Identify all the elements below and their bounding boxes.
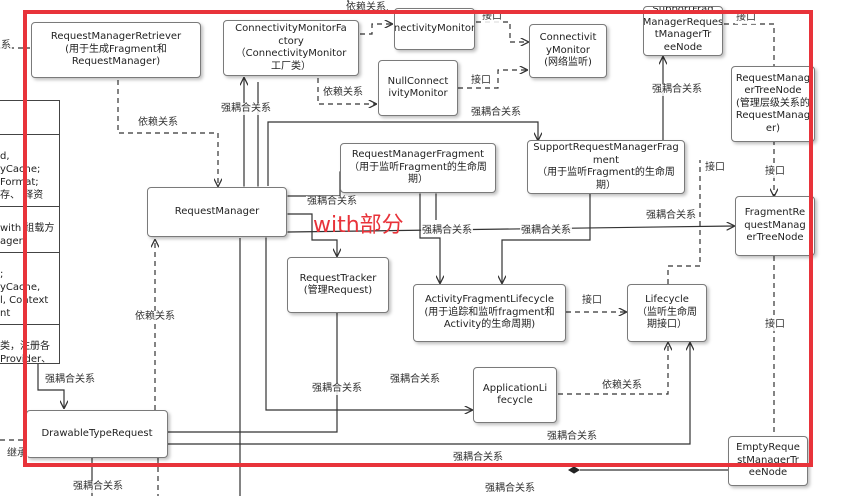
left-panel-method: with 组载方 ager — [0, 220, 59, 253]
node-connectivity-monitor-top: nectivityMonitor — [394, 8, 475, 50]
edge-monitortop-iface — [476, 21, 528, 42]
label-interface-2: 接口 — [470, 75, 492, 87]
label-strong-9: 强耦合关系 — [389, 374, 441, 386]
label-strong-1: 强耦合关系 — [220, 103, 272, 115]
node-activity-fragment-lifecycle: ActivityFragmentLifecycle (用于追踪和监听fragme… — [413, 284, 566, 342]
edge-retriever-requestmanager — [117, 80, 218, 186]
edge-supportfrag-afl — [502, 194, 590, 283]
label-strong-11: 强耦合关系 — [546, 431, 598, 443]
label-strong-13: 强耦合关系 — [72, 481, 124, 493]
node-fragment-request-manager-tree-node: FragmentRe questManag erTreeNode — [735, 196, 815, 256]
edge-rmfrag-afl — [420, 194, 440, 283]
node-request-manager-retriever: RequestManagerRetriever (用于生成Fragment和 R… — [31, 22, 201, 78]
node-support-tree-node-top: SupportFrag tManagerRequest tManagerTr e… — [643, 6, 723, 56]
label-dependency-2: 依赖关系 — [322, 87, 364, 99]
node-support-request-manager-fragment: SupportRequestManagerFrag ment （用于监听Frag… — [527, 140, 685, 194]
edge-nullmonitor-iface — [458, 70, 527, 89]
label-strong-8: 强耦合关系 — [44, 374, 96, 386]
node-connectivity-monitor-factory: ConnectivityMonitorFa ctory （Connectivit… — [223, 20, 359, 76]
left-class-panel: d, yCache; Format; 存、 释资 with 组载方 ager ;… — [0, 100, 60, 364]
node-lifecycle: Lifecycle （监听生命周 期接口） — [627, 284, 707, 342]
label-left-cut: 系 — [0, 40, 12, 52]
label-strong-10: 强耦合关系 — [311, 383, 363, 395]
label-interface-7: 接口 — [764, 319, 786, 331]
edge-topnode-right — [724, 23, 775, 70]
node-request-manager-tree-node: RequestManag erTreeNode (管理层级关系的 Request… — [731, 66, 815, 142]
label-strong-6: 强耦合关系 — [421, 225, 473, 237]
left-panel-header — [0, 116, 59, 135]
node-connectivity-monitor: Connectivit yMonitor (网络监听) — [529, 24, 607, 78]
edge-lifecycle-iface-right — [667, 160, 701, 284]
label-interface-5: 接口 — [581, 295, 603, 307]
label-interface-1: 接口 — [481, 11, 503, 23]
label-dependency-4: 依赖关系 — [134, 311, 176, 323]
label-strong-2: 强耦合关系 — [470, 107, 522, 119]
left-panel-fields-2: ; yCache, l, Context nt — [0, 266, 59, 325]
label-strong-7: 强耦合关系 — [520, 225, 572, 237]
label-interface-4: 接口 — [764, 166, 786, 178]
node-request-manager-fragment: RequestManagerFragment （用于监听Fragment的生命周… — [340, 143, 496, 193]
edge-rm-supportfrag — [267, 121, 538, 186]
edge-factory-nullmonitor — [317, 78, 376, 104]
label-top-cut: 依赖关系 — [345, 2, 387, 14]
label-strong-3: 强耦合关系 — [651, 84, 703, 96]
node-application-lifecycle: ApplicationLi fecycle — [473, 367, 557, 423]
left-panel-desc: 类，注册各 Provider、 — [0, 341, 52, 364]
label-interface-3: 接口 — [704, 162, 726, 174]
edge-dtr-tracker — [168, 302, 337, 432]
node-null-connectivity-monitor: NullConnect ivityMonitor — [378, 60, 458, 116]
edge-factory-monitor-top — [306, 24, 392, 35]
left-panel-fields-1: d, yCache; Format; 存、 释资 — [0, 148, 59, 207]
edge-dtr-lifecycle — [168, 343, 690, 444]
label-strong-5: 强耦合关系 — [645, 210, 697, 222]
node-empty-request-manager-tree-node: EmptyReque stManagerTr eeNode — [728, 436, 808, 486]
node-request-manager: RequestManager — [147, 187, 287, 237]
overlay-annotation: with部分 — [313, 213, 404, 238]
label-strong-12: 强耦合关系 — [452, 452, 504, 464]
edge-stub-dtr — [38, 364, 64, 408]
label-interface-6: 接口 — [735, 12, 757, 24]
label-inherit: 继承 — [6, 448, 28, 460]
label-strong-4: 强耦合关系 — [306, 196, 358, 208]
label-dependency-1: 依赖关系 — [137, 117, 179, 129]
label-dependency-3: 依赖关系 — [601, 380, 643, 392]
label-strong-14: 强耦合关系 — [484, 483, 536, 495]
node-drawable-type-request: DrawableTypeRequest — [26, 410, 168, 458]
node-request-tracker: RequestTracker (管理Request) — [287, 257, 389, 313]
